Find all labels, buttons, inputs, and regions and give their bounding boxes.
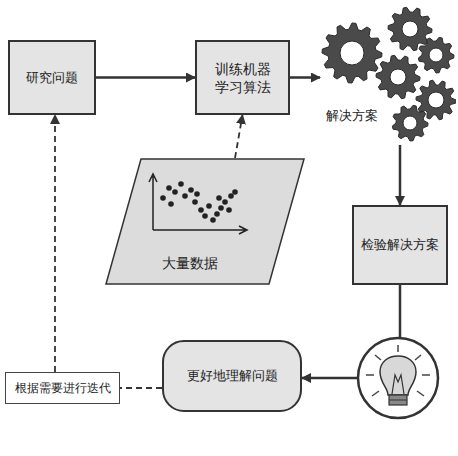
gear	[322, 23, 382, 83]
bulb-thread	[389, 400, 407, 401]
data-parallelogram: 大量数据	[105, 158, 305, 285]
data-point	[172, 189, 178, 195]
bulb-glass	[380, 356, 416, 395]
data-point	[166, 185, 172, 191]
connector	[55, 115, 56, 372]
connector-line	[54, 115, 56, 372]
ray	[397, 345, 399, 352]
node-label: 检验解决方案	[357, 236, 443, 254]
note-box: 根据需要进行迭代	[5, 372, 120, 404]
connector-line	[96, 76, 195, 79]
data-point	[182, 193, 188, 199]
plot-axes	[149, 174, 247, 234]
connector-line	[120, 387, 162, 389]
data-point	[206, 203, 212, 209]
ray	[375, 355, 381, 360]
connector-line	[302, 377, 358, 380]
ray	[366, 374, 374, 376]
connector	[400, 145, 401, 205]
data-point	[226, 207, 232, 213]
data-point	[168, 201, 174, 207]
data-point	[228, 193, 234, 199]
bulb-circle	[358, 338, 438, 418]
connector	[235, 115, 243, 158]
connector	[120, 388, 162, 389]
gear	[392, 105, 428, 141]
process-box: 研究问题	[8, 40, 96, 115]
gear	[418, 37, 454, 73]
ray	[372, 391, 379, 396]
data-point	[192, 199, 198, 205]
bulb-filament	[392, 375, 404, 394]
data-point	[232, 189, 238, 195]
node-label: 更好地理解问题	[187, 367, 278, 385]
bulb-base	[389, 395, 407, 405]
gear	[388, 7, 432, 50]
connector-line	[399, 285, 402, 338]
process-box: 检验解决方案	[352, 205, 448, 285]
node-label: 训练机器学习算法	[209, 60, 277, 96]
data-point	[178, 181, 184, 187]
ray	[422, 374, 430, 376]
data-point	[214, 211, 220, 217]
data-point	[198, 207, 204, 213]
gears-node: 解决方案	[318, 5, 456, 145]
ray	[415, 355, 421, 360]
data-point	[222, 199, 228, 205]
connector	[302, 285, 400, 378]
ray	[417, 391, 424, 396]
data-point	[160, 195, 166, 201]
process-box: 训练机器学习算法	[195, 40, 290, 115]
data-point	[194, 191, 200, 197]
data-point	[218, 205, 224, 211]
rounded-box: 更好地理解问题	[162, 340, 302, 412]
node-label: 解决方案	[326, 107, 378, 125]
bulb-rays	[366, 345, 430, 396]
data-point	[202, 213, 208, 219]
connector-line	[399, 145, 402, 205]
connector	[96, 77, 195, 78]
connector	[290, 77, 320, 78]
parallelogram-shape	[106, 159, 304, 284]
data-point	[188, 187, 194, 193]
gear	[376, 55, 420, 98]
data-point	[216, 195, 222, 201]
node-label: 研究问题	[22, 69, 82, 87]
connector-line	[235, 115, 243, 158]
connector-line	[290, 76, 320, 79]
node-label: 根据需要进行迭代	[15, 379, 111, 397]
node-label: 大量数据	[105, 254, 275, 272]
data-point	[210, 217, 216, 223]
